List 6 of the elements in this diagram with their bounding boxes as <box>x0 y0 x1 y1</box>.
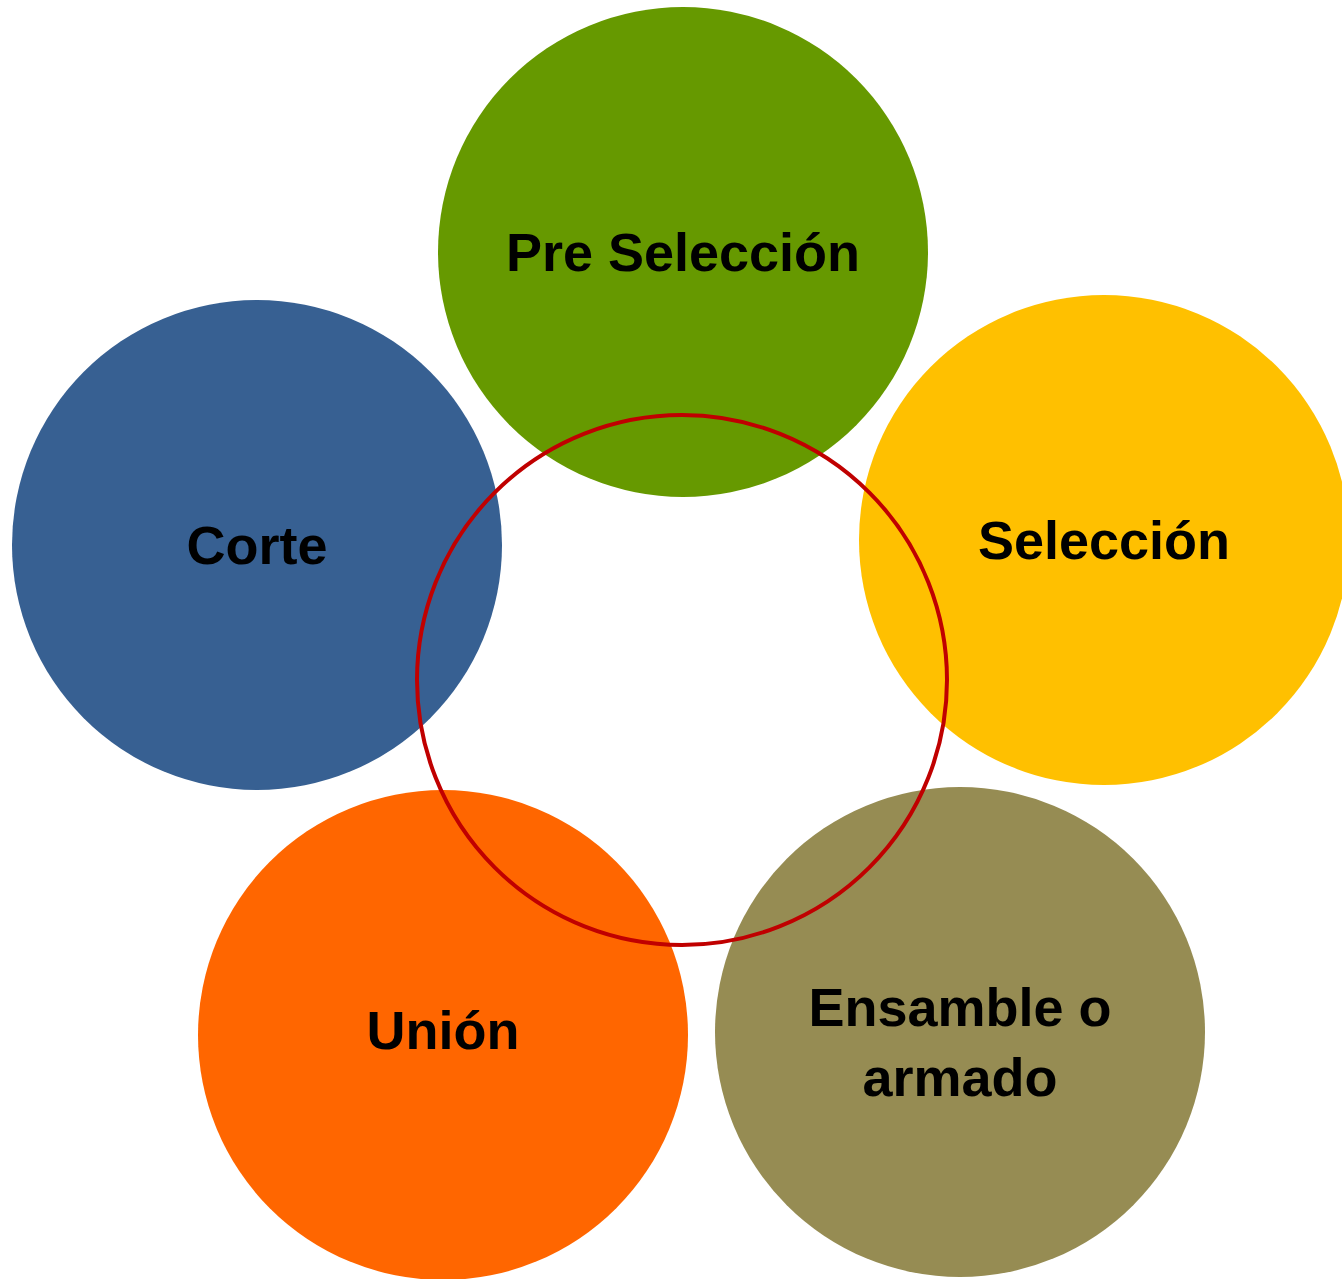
step-label: Corte <box>186 513 328 577</box>
step-label: Ensamble o armado <box>807 975 1113 1109</box>
step-label: Selección <box>977 508 1231 572</box>
ring-outline <box>414 412 950 948</box>
step-label: Unión <box>366 998 520 1062</box>
step-label: Pre Selección <box>505 220 861 284</box>
